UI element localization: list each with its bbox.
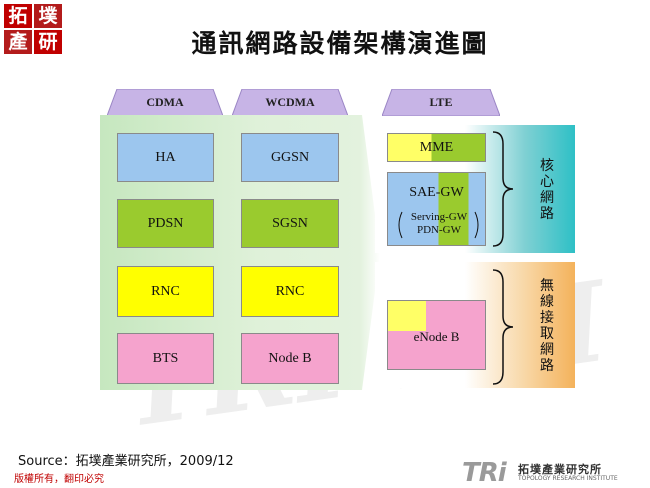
cdma-bts-node: BTS: [117, 333, 214, 384]
tri-logo: TRi: [462, 458, 507, 488]
gw-sublabels: Serving-GW PDN-GW: [402, 211, 476, 237]
pdn-gw-label: PDN-GW: [417, 224, 461, 236]
wcdma-ggsn-node: GGSN: [241, 133, 339, 182]
logo-char: 研: [34, 30, 62, 54]
right-paren: [474, 211, 479, 239]
serving-gw-label: Serving-GW: [410, 211, 468, 223]
tab-wcdma: WCDMA: [232, 89, 348, 116]
org-name: 拓墣產業研究所: [518, 463, 602, 476]
tab-cdma: CDMA: [107, 89, 223, 116]
org-subtitle: TOPOLOGY RESEARCH INSTITUTE: [518, 475, 618, 482]
lte-sae-gw-node: SAE-GW Serving-GW PDN-GW: [387, 172, 486, 246]
source-note: Source：拓墣產業研究所，2009/12: [18, 454, 234, 469]
page-title: 通訊網路設備架構演進圖: [191, 29, 489, 58]
tab-lte: LTE: [382, 89, 500, 116]
logo-char: 墣: [34, 4, 62, 28]
radio-brace: [492, 269, 514, 385]
core-network-label: 核心網路: [540, 158, 554, 222]
funnel-arrow: [360, 115, 380, 390]
tab-wcdma-label: WCDMA: [265, 95, 315, 109]
logo-char: 產: [4, 30, 32, 54]
wcdma-sgsn-node: SGSN: [241, 199, 339, 248]
lte-mme-node: MME: [387, 133, 486, 162]
wcdma-rnc-node: RNC: [241, 266, 339, 317]
copyright-note: 版權所有，翻印必究: [14, 474, 104, 485]
sae-gw-label: SAE-GW: [409, 185, 464, 200]
tri-logo-mark: 拓 墣 產 研: [4, 4, 64, 56]
cdma-ha-node: HA: [117, 133, 214, 182]
cdma-pdsn-node: PDSN: [117, 199, 214, 248]
lte-enodeb-node: eNode B: [387, 300, 486, 370]
core-brace: [492, 131, 514, 247]
left-paren: [398, 211, 403, 239]
logo-char: 拓: [4, 4, 32, 28]
tab-cdma-label: CDMA: [146, 95, 184, 109]
enodeb-label: eNode B: [413, 329, 460, 344]
wcdma-nodeb-node: Node B: [241, 333, 339, 384]
radio-access-label: 無線接取網路: [540, 278, 554, 374]
tab-lte-label: LTE: [429, 95, 453, 109]
cdma-rnc-node: RNC: [117, 266, 214, 317]
